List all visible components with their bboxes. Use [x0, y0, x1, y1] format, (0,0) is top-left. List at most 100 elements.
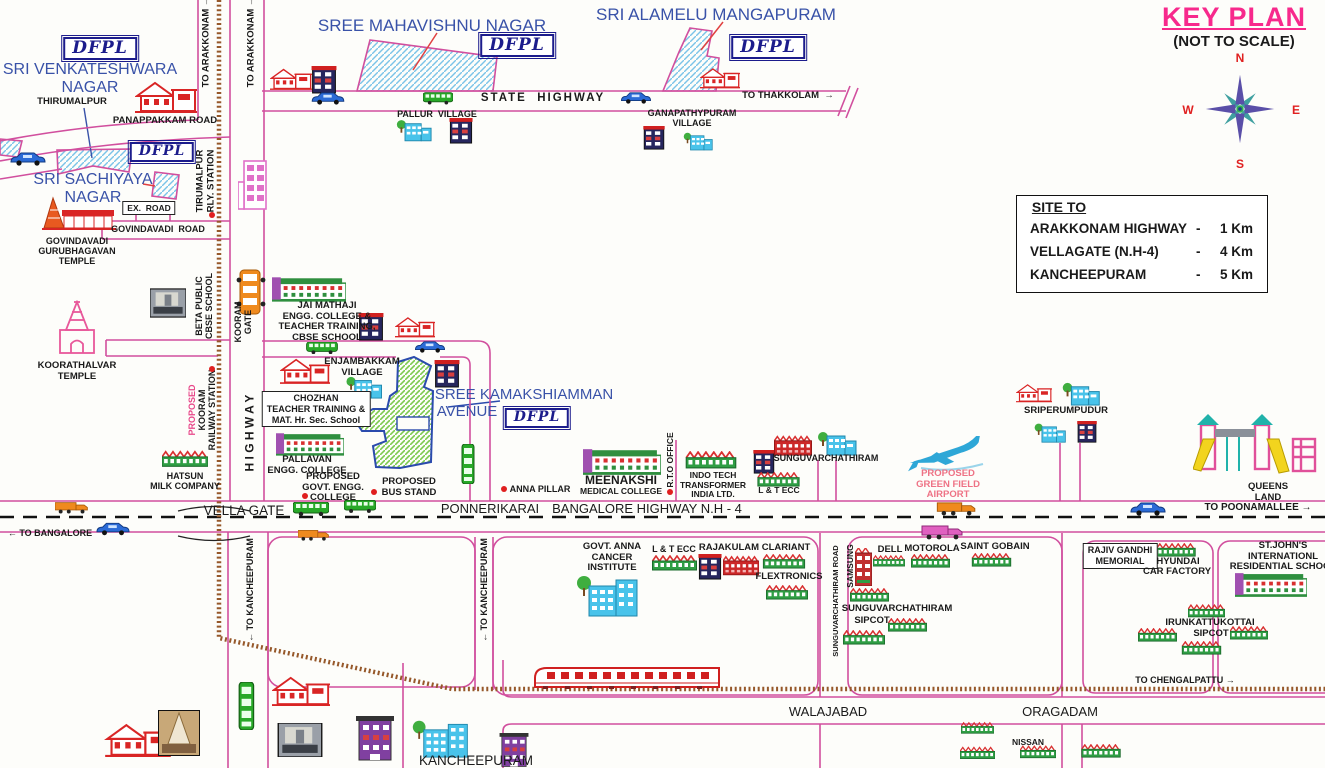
site-to-heading: SITE TO [1031, 199, 1087, 215]
walajabad: WALAJABAD [788, 704, 868, 719]
to-chengalpattu: TO CHENGALPATTU → [1135, 675, 1235, 685]
irunkattukottai-2: SIPCOT [1193, 628, 1229, 639]
irunkattukottai-1: IRUNKATTUKOTTAI [1165, 617, 1255, 628]
compass-rose-icon [1203, 72, 1277, 146]
to-arakkonam-2: TO ARAKKONAM → [245, 0, 257, 88]
sriperumpudur: SRIPERUMPUDUR [1024, 405, 1108, 416]
hatsun-milk: HATSUN MILK COMPANY [150, 471, 220, 492]
avenue-bus-icon [461, 444, 476, 484]
to-kancheepuram-1: ← TO KANCHEEPURAM [244, 538, 255, 642]
sunguvarchathiram-factory-red-icon [774, 434, 812, 456]
koorathalvar-temple-label: KOORATHALVAR TEMPLE [37, 360, 117, 382]
to-kancheepuram-2: ← TO KANCHEEPURAM [478, 538, 489, 642]
bus-stand-bus-icon [344, 500, 376, 513]
site-row-3-dist: 5 Km [1220, 267, 1254, 282]
govindavadi-temple-icon [42, 196, 116, 232]
pallur-village: PALLUR VILLAGE [397, 109, 477, 119]
dfpl-2: DFPL [127, 139, 197, 165]
oragadam-factory-1-icon [1020, 745, 1056, 759]
dell-factory-icon [873, 554, 905, 568]
pallavan-college: PALLAVAN ENGG. COLLEGE [267, 454, 347, 476]
lt-ecc-factory-1-icon [756, 472, 801, 487]
sriperumpudur-building-dark-icon [1076, 421, 1098, 443]
site-to-box [1016, 195, 1268, 293]
anna-pillar: ANNA PILLAR [509, 484, 571, 494]
plot-sachiyaya-small [151, 171, 180, 200]
rajiv-gandhi-memorial: RAJIV GANDHI MEMORIAL [1082, 543, 1158, 569]
kancheepuram: KANCHEEPURAM [418, 753, 534, 768]
car-5-icon [10, 152, 46, 166]
map-marker-dot [501, 486, 507, 492]
panappakkam-road: PANAPPAKKAM ROAD [112, 115, 218, 126]
highway-vertical: H I G H W A Y [242, 394, 257, 472]
sipcot-factory-1-icon [850, 588, 889, 602]
enjambakkam-house-icon [280, 356, 330, 386]
govt-anna-cancer: GOVT. ANNA CANCER INSTITUTE [582, 541, 642, 574]
nissan-factory-2-icon [960, 746, 995, 760]
sungu-sipcot-1: SUNGUVARCHATHIRAM [841, 603, 953, 614]
saint-gobain-factory-icon [971, 553, 1012, 567]
jai-mathaji-house-icon [395, 314, 435, 340]
ex-road: EX. ROAD [122, 201, 176, 216]
govindavadi-temple-label: GOVINDAVADI GURUBHAGAVAN TEMPLE [38, 236, 116, 267]
to-poonamallee: TO POONAMALLEE → [1204, 502, 1312, 513]
to-thakkolam: TO THAKKOLAM → [742, 90, 834, 101]
meenakshi-college-icon [583, 447, 661, 476]
compass-w: W [1182, 103, 1194, 117]
chozhan-school: CHOZHAN TEACHER TRAINING & MAT. Hr. Sec.… [261, 391, 371, 428]
st-johns-school: ST.JOHN'S INTERNATIONL RESIDENTIAL SCHOO… [1229, 540, 1325, 573]
jai-mathaji: JAI MATHAJI ENGG. COLLEGE & TEACHER TRAI… [278, 300, 376, 343]
sungu-sipcot-2: SIPCOT [854, 615, 890, 626]
key-plan-title: KEY PLAN [1161, 2, 1307, 32]
meenakshi-2: MEDICAL COLLEGE [579, 486, 663, 496]
samsung-building-icon [855, 548, 872, 586]
compass-e: E [1291, 103, 1301, 117]
proposed-govt-college: PROPOSED GOVT. ENGG. COLLEGE [302, 471, 364, 504]
clariant: CLARIANT [761, 542, 811, 553]
truck-3-icon [936, 501, 978, 516]
beta-school-photo-icon [150, 278, 186, 328]
oragadam-factory-2-icon [1081, 744, 1121, 758]
pallur-building-dark-icon [449, 118, 473, 144]
leader-kamakshiamman [447, 400, 501, 408]
state-highway-house-icon [270, 64, 312, 94]
samsung: SAMSUNG [845, 544, 856, 588]
indo-tech: INDO TECH TRANSFORMER INDIA LTD. [679, 470, 747, 500]
kamakshiamman-building-icon [434, 360, 460, 388]
state-highway: STATE HIGHWAY [480, 92, 606, 104]
to-bangalore: ← TO BANGALORE [7, 528, 93, 538]
truck-1-icon [55, 500, 89, 515]
sunguvarchathiram: SUNGUVARCHATHIRAM [773, 453, 879, 463]
car-6-icon [413, 341, 447, 353]
car-2-icon [620, 92, 652, 104]
thirumalpur: THIRUMALPUR [37, 96, 107, 107]
sipcot-factory-2-icon [888, 618, 927, 632]
irunkattukottai-factory-2-icon [1138, 628, 1177, 642]
tirumalpur-station-building-icon [238, 160, 270, 210]
nissan: NISSAN [1011, 737, 1045, 747]
train-icon [533, 664, 721, 690]
not-to-scale: (NOT TO SCALE) [1173, 33, 1295, 50]
beta-public-school: BETA PUBLIC CBSE SCHOOL [193, 272, 214, 340]
map-marker-dot [371, 489, 377, 495]
proposed-airport: PROPOSED GREEN FIELD AIRPORT [916, 468, 980, 501]
pallur-building-blue-icon [396, 116, 432, 144]
kooram-truck-icon [236, 268, 266, 316]
enjambakkam-road-bus-icon [306, 342, 338, 354]
car-4-icon [1126, 502, 1170, 516]
rajakulam: RAJAKULAM [698, 542, 760, 553]
saint-gobain: SAINT GOBAIN [960, 541, 1030, 552]
sree-kamakshiamman-2: AVENUE [436, 403, 498, 420]
flextronics: FLEXTRONICS [755, 571, 823, 582]
rto-office: R.T.O OFFICE [665, 432, 676, 488]
proposed-kooram-pink: PROPOSED [186, 384, 197, 436]
leader-alamelu [700, 21, 724, 51]
govt-anna-hospital-icon [576, 573, 640, 617]
queens-land-playground-icon [1193, 413, 1321, 483]
sunguvarchathiram-road: SUNGUVARCHATHIRAM ROAD [830, 545, 840, 657]
car-1-icon [310, 92, 346, 105]
state-highway-bus-icon [423, 92, 453, 105]
truck-2-icon [298, 528, 330, 542]
leader-thirumalpur [83, 107, 93, 159]
